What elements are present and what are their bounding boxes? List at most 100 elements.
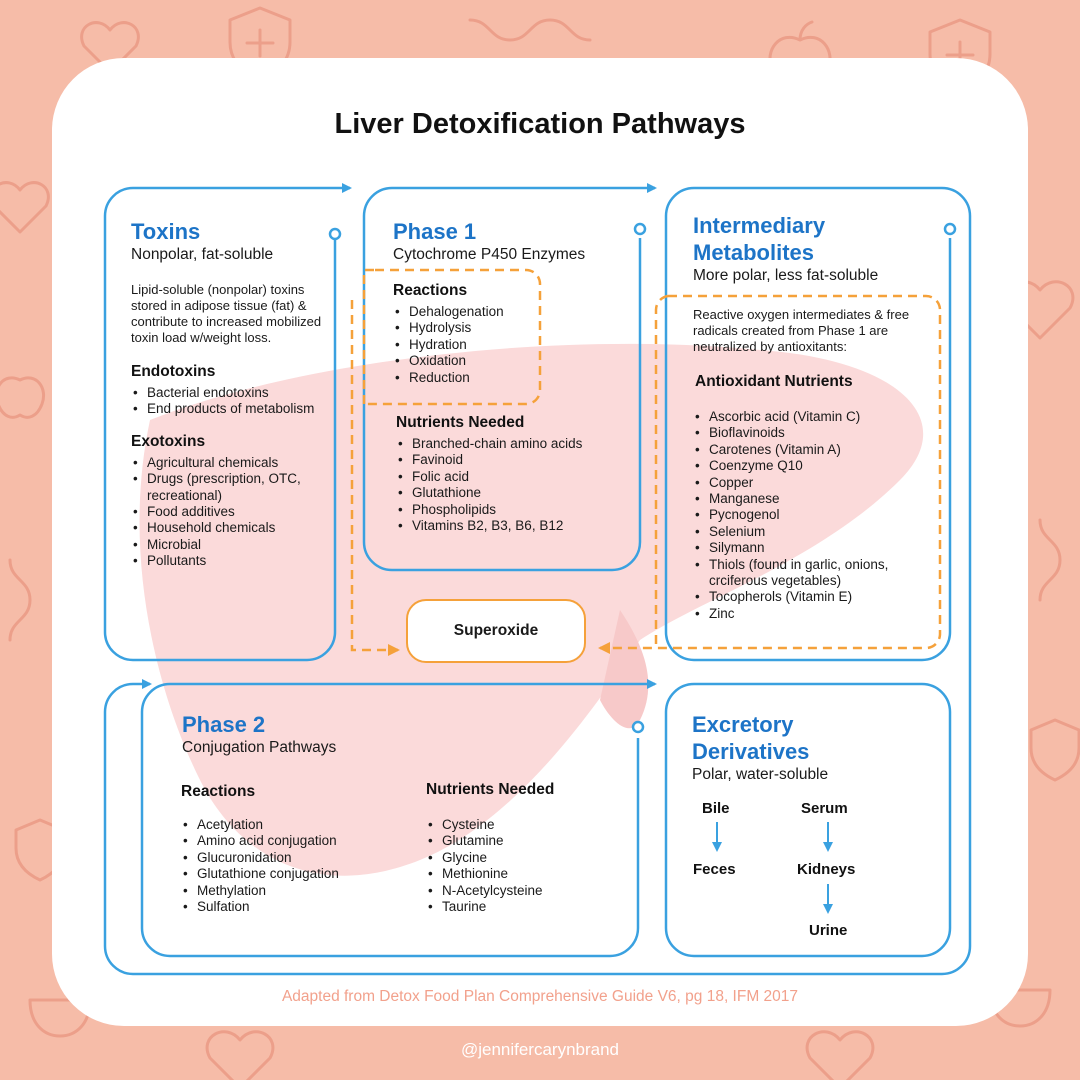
list-item: Glutathione conjugation — [181, 866, 411, 883]
heart-icon — [205, 1030, 275, 1080]
superoxide-node: Superoxide — [406, 599, 586, 663]
list-item: Favinoid — [396, 452, 636, 469]
list-item: Pollutants — [131, 553, 331, 570]
intermediary-panel: Intermediary Metabolites More polar, les… — [693, 212, 943, 623]
phase2-reactions-heading: Reactions — [181, 783, 256, 800]
phase2-nutrients-heading: Nutrients Needed — [426, 781, 555, 798]
list-item: Pycnogenol — [693, 507, 933, 524]
list-item: End products of metabolism — [131, 401, 331, 418]
intermediary-heading-line1: Intermediary — [693, 213, 826, 238]
intestine-icon — [1038, 518, 1062, 602]
phase1-box-outline — [362, 183, 657, 572]
kidneys-label: Kidneys — [797, 861, 856, 878]
list-item: Acetylation — [181, 817, 411, 834]
list-item: Household chemicals — [131, 520, 331, 537]
list-item: Carotenes (Vitamin A) — [693, 442, 933, 459]
exotoxins-heading: Exotoxins — [131, 432, 206, 450]
list-item: Amino acid conjugation — [181, 833, 411, 850]
antioxidant-dashed-box — [598, 294, 942, 654]
heart-icon — [0, 181, 50, 234]
list-item: Phospholipids — [396, 502, 636, 519]
page-title: Liver Detoxification Pathways — [334, 108, 746, 140]
endotoxins-heading: Endotoxins — [131, 363, 216, 380]
phase2-subheading: Conjugation Pathways — [182, 739, 337, 756]
phase2-nutrients: Nutrients Needed Cysteine Glutamine Glyc… — [426, 781, 626, 916]
list-item: Food additives — [131, 504, 331, 521]
list-item: Cysteine — [426, 817, 626, 834]
apple-icon — [0, 376, 45, 419]
serum-label: Serum — [801, 800, 848, 817]
list-item: Bioflavinoids — [693, 425, 933, 442]
toxins-box-outline — [103, 183, 352, 662]
toxins-heading: Toxins — [131, 219, 201, 244]
antioxidants-heading: Antioxidant Nutrients — [695, 373, 853, 390]
list-item: Zinc — [693, 606, 933, 623]
list-item: Oxidation — [393, 353, 533, 370]
excretory-heading-line1: Excretory — [692, 712, 794, 737]
phase2-heading: Phase 2 — [182, 712, 266, 737]
list-item: Vitamins B2, B3, B6, B12 — [396, 518, 636, 535]
toxins-description: Lipid-soluble (nonpolar) toxins stored i… — [131, 282, 322, 345]
list-item: Sulfation — [181, 899, 411, 916]
list-item: Folic acid — [396, 469, 636, 486]
excretory-box-outline — [664, 682, 952, 958]
phase1-panel: Phase 1 Cytochrome P450 Enzymes — [393, 218, 633, 264]
phase2-reactions: Reactions Acetylation Amino acid conjuga… — [181, 783, 411, 916]
phase1-reactions-heading: Reactions — [393, 282, 468, 299]
phase1-nutrients-heading: Nutrients Needed — [396, 414, 525, 431]
intermediary-subheading: More polar, less fat-soluble — [693, 267, 879, 284]
list-item: Methylation — [181, 883, 411, 900]
toxins-panel: Toxins Nonpolar, fat-soluble Lipid-solub… — [131, 218, 331, 570]
phase1-reactions: Reactions Dehalogenation Hydrolysis Hydr… — [393, 282, 533, 386]
endotoxins-list: Bacterial endotoxins End products of met… — [131, 385, 331, 418]
list-item: Copper — [693, 475, 933, 492]
intestine-icon — [8, 558, 32, 642]
list-item: Taurine — [426, 899, 626, 916]
dashed-arrow-to-superoxide — [350, 300, 400, 656]
list-item: Glucuronidation — [181, 850, 411, 867]
excretory-heading-line2: Derivatives — [692, 739, 810, 764]
excretory-subheading: Polar, water-soluble — [692, 766, 829, 783]
list-item: Glycine — [426, 850, 626, 867]
phase2-box-outline — [140, 679, 657, 958]
list-item: N-Acetylcysteine — [426, 883, 626, 900]
phase1-nutrients: Nutrients Needed Branched-chain amino ac… — [396, 414, 636, 535]
heart-icon — [805, 1030, 875, 1080]
phase2-nutrients-list: Cysteine Glutamine Glycine Methionine N-… — [426, 817, 626, 916]
list-item: Microbial — [131, 537, 331, 554]
list-item: Agricultural chemicals — [131, 455, 331, 472]
toxins-subheading: Nonpolar, fat-soluble — [131, 246, 274, 263]
list-item: Coenzyme Q10 — [693, 458, 933, 475]
list-item: Silymann — [693, 540, 933, 557]
list-item: Selenium — [693, 524, 933, 541]
list-item: Hydrolysis — [393, 320, 533, 337]
reactions-dashed-box — [362, 268, 542, 406]
list-item: Dehalogenation — [393, 304, 533, 321]
phase1-subheading: Cytochrome P450 Enzymes — [393, 246, 586, 263]
feces-label: Feces — [693, 861, 736, 878]
list-item: Tocopherols (Vitamin E) — [693, 589, 933, 606]
source-credit: Adapted from Detox Food Plan Comprehensi… — [281, 988, 799, 1005]
list-item: Branched-chain amino acids — [396, 436, 636, 453]
urine-label: Urine — [809, 922, 848, 939]
phase2-reactions-list: Acetylation Amino acid conjugation Glucu… — [181, 817, 411, 916]
list-item: Thiols (found in garlic, onions, crcifer… — [693, 557, 933, 590]
list-item: Bacterial endotoxins — [131, 385, 331, 402]
connector-node — [328, 227, 342, 241]
phase1-reactions-list: Dehalogenation Hydrolysis Hydration Oxid… — [393, 304, 533, 386]
connector-node — [943, 222, 957, 236]
phase1-nutrients-list: Branched-chain amino acids Favinoid Foli… — [396, 436, 636, 535]
intermediary-description: Reactive oxygen intermediates & free rad… — [693, 307, 910, 354]
intermediary-box-outline — [103, 186, 972, 976]
excretory-panel: Excretory Derivatives Polar, water-solub… — [692, 711, 932, 784]
antioxidants-list: Ascorbic acid (Vitamin C) Bioflavinoids … — [693, 409, 933, 623]
phase2-panel: Phase 2 Conjugation Pathways — [182, 711, 422, 757]
intestine-icon — [468, 18, 592, 42]
bile-label: Bile — [702, 800, 730, 817]
phase1-heading: Phase 1 — [393, 219, 477, 244]
list-item: Methionine — [426, 866, 626, 883]
list-item: Glutamine — [426, 833, 626, 850]
list-item: Glutathione — [396, 485, 636, 502]
list-item: Hydration — [393, 337, 533, 354]
